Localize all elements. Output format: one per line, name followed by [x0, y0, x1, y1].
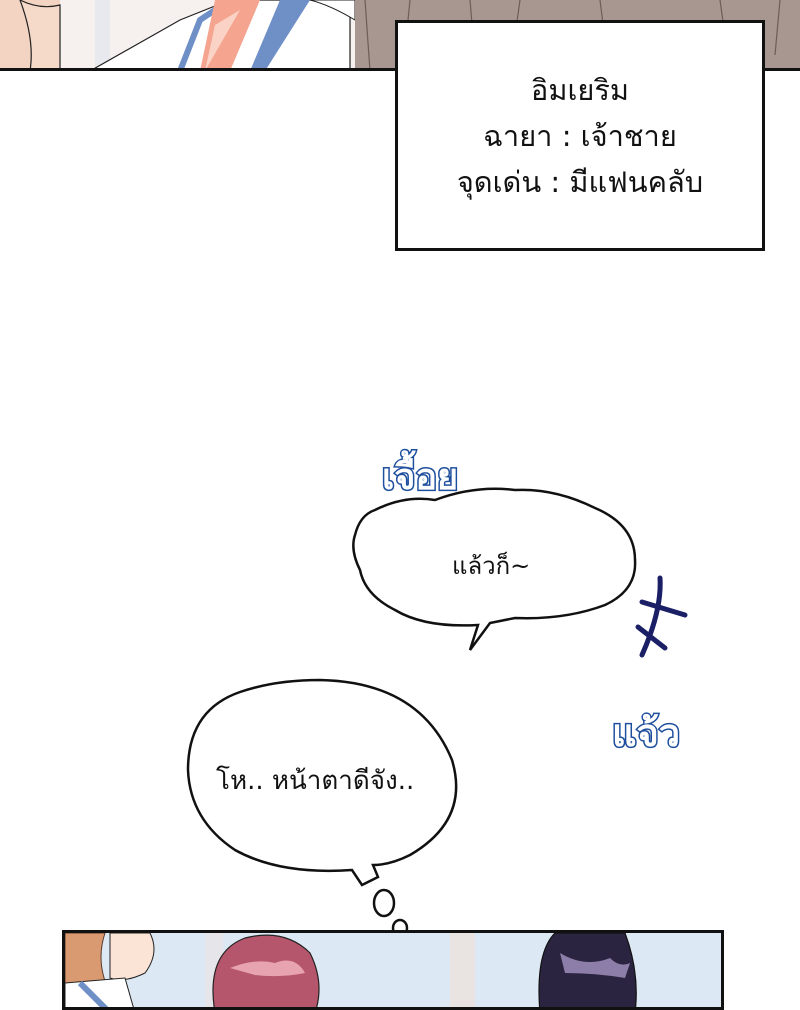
music-note-mark-icon	[635, 575, 688, 658]
character-caption-box: อิมเยริม ฉายา : เจ้าชาย จุดเด่น : มีแฟนค…	[395, 20, 765, 251]
sfx-chirp-2: แจ้ว	[610, 710, 681, 757]
thought-bubble-shape	[186, 678, 458, 938]
thought-bubble-text: โห.. หน้าตาดีจัง..	[216, 766, 415, 796]
caption-name: อิมเยริม	[530, 72, 630, 107]
speech-bubble-cloud-shape	[352, 487, 637, 651]
sfx-chirp-1: เจื้อย	[380, 456, 459, 500]
speech-bubble-text-1: แล้วก็~	[452, 552, 531, 580]
caption-nickname: ฉายา : เจ้าชาย	[483, 118, 677, 153]
panel-artwork-bottom	[65, 933, 721, 1007]
bottom-comic-panel	[62, 930, 724, 1010]
caption-highlight: จุดเด่น : มีแฟนคลับ	[456, 164, 704, 199]
